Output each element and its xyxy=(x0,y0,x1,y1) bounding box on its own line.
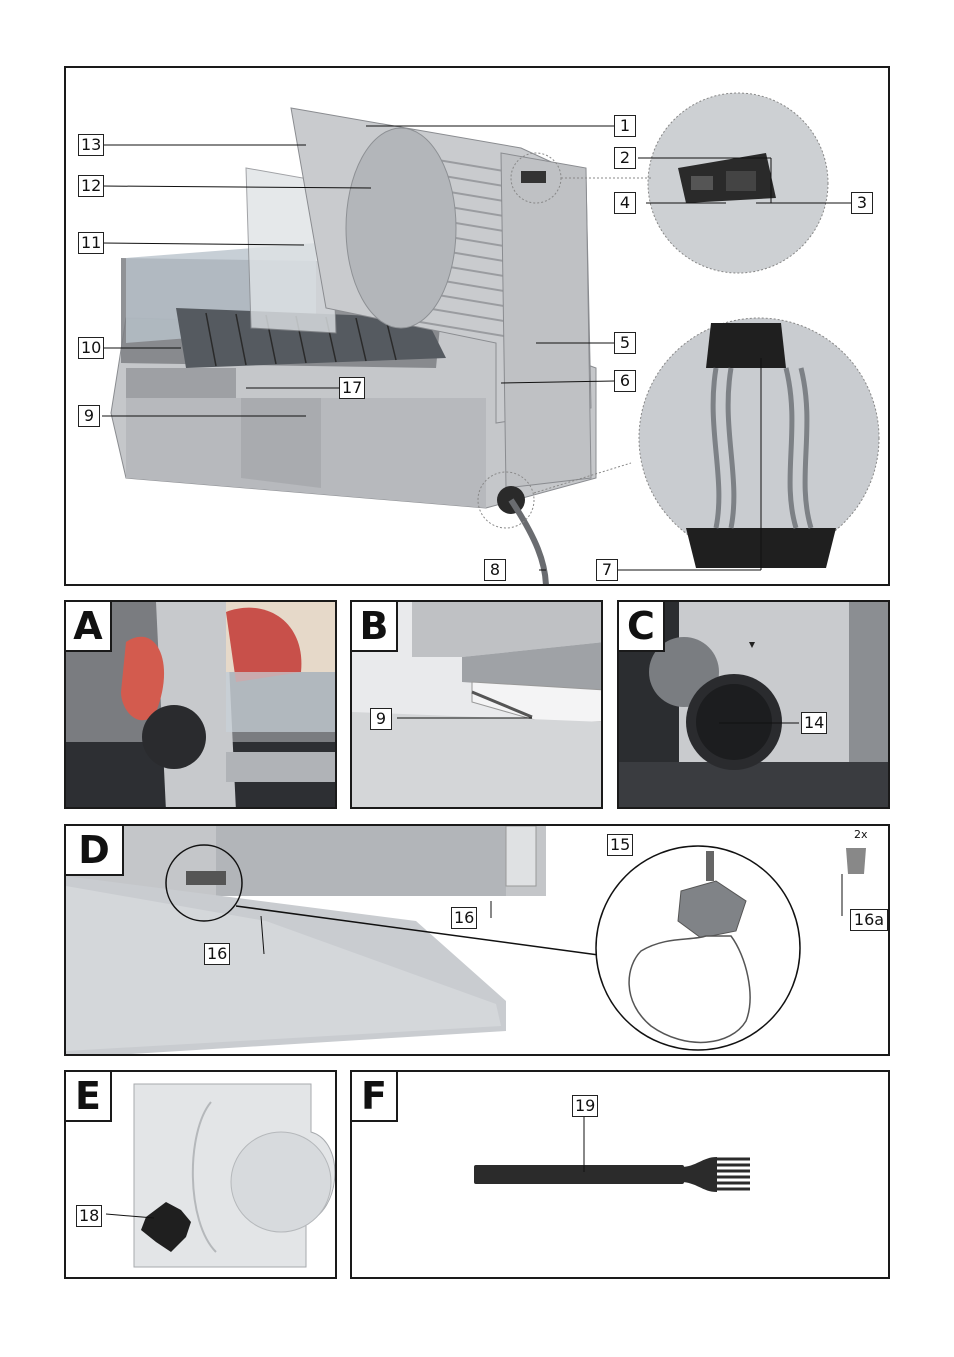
panel-e: E 18 xyxy=(64,1070,337,1279)
label-19: 19 xyxy=(572,1095,599,1117)
panel-b-illustration xyxy=(352,602,601,807)
overview-panel: 1 2 3 4 5 6 7 8 9 10 11 12 13 17 xyxy=(64,66,890,586)
slicer-illustration xyxy=(101,92,880,584)
label-18: 18 xyxy=(76,1205,103,1227)
panel-a: A xyxy=(64,600,337,809)
label-2: 2 xyxy=(614,147,636,169)
quantity-2x: 2x xyxy=(854,828,868,841)
label-9: 9 xyxy=(78,405,100,427)
label-16a: 16a xyxy=(850,909,888,931)
panel-d-illustration xyxy=(66,826,888,1054)
panel-c: C 14 xyxy=(617,600,890,809)
label-16-left: 16 xyxy=(204,943,231,965)
label-8: 8 xyxy=(484,559,506,581)
label-4: 4 xyxy=(614,192,636,214)
panel-b: B 9 xyxy=(350,600,603,809)
label-6: 6 xyxy=(614,370,636,392)
label-5: 5 xyxy=(614,332,636,354)
label-10: 10 xyxy=(78,337,105,359)
label-7: 7 xyxy=(596,559,618,581)
label-15: 15 xyxy=(607,834,634,856)
label-14: 14 xyxy=(801,712,828,734)
label-11: 11 xyxy=(78,232,105,254)
label-16-right: 16 xyxy=(451,907,478,929)
panel-d: D 15 16 16 16a 2x xyxy=(64,824,890,1056)
panel-f-illustration xyxy=(352,1072,888,1277)
label-3: 3 xyxy=(851,192,873,214)
panel-d-letter: D xyxy=(66,826,124,876)
panel-f: F 19 xyxy=(350,1070,890,1279)
panel-a-illustration xyxy=(66,602,335,807)
panel-c-letter: C xyxy=(619,602,665,652)
panel-b-letter: B xyxy=(352,602,398,652)
label-17: 17 xyxy=(339,377,366,399)
label-13: 13 xyxy=(78,134,105,156)
label-12: 12 xyxy=(78,175,105,197)
panel-f-letter: F xyxy=(352,1072,398,1122)
label-1: 1 xyxy=(614,115,636,137)
label-9-b: 9 xyxy=(370,708,392,730)
panel-a-letter: A xyxy=(66,602,112,652)
panel-e-letter: E xyxy=(66,1072,112,1122)
